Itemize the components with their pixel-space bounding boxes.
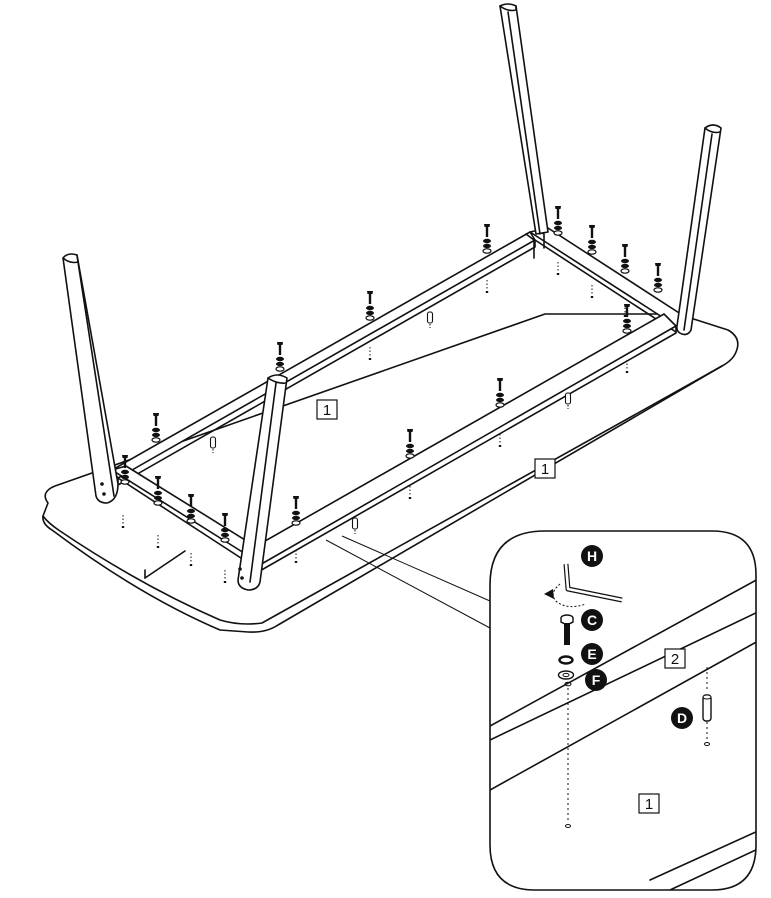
label-rail: 2 (664, 648, 686, 669)
bolt-icon (560, 614, 574, 645)
label-tabletop: 1 (534, 458, 556, 479)
part-badge-h: H (581, 545, 603, 567)
part-badge-f: F (585, 669, 607, 691)
svg-text:2: 2 (671, 651, 679, 668)
dowel-icon (702, 694, 712, 740)
allen-key-icon (544, 563, 623, 608)
part-badge-e: E (581, 643, 603, 665)
part-badge-d: D (671, 707, 693, 729)
flat-washer-icon (557, 670, 575, 680)
svg-text:C: C (587, 612, 597, 628)
part-badge-c: C (581, 609, 603, 631)
spring-washer-icon (558, 655, 574, 665)
legs (62, 3, 722, 591)
svg-text:F: F (592, 672, 601, 688)
svg-text:H: H (587, 548, 597, 564)
label-frame: 1 (316, 399, 338, 420)
callout-leader (325, 535, 491, 629)
label-tabletop-inset: 1 (638, 793, 660, 814)
svg-text:1: 1 (323, 402, 331, 419)
svg-text:D: D (677, 710, 687, 726)
svg-text:1: 1 (541, 461, 549, 478)
svg-text:E: E (587, 646, 596, 662)
detail-inset: H C E F (489, 530, 757, 891)
svg-text:1: 1 (645, 796, 653, 813)
